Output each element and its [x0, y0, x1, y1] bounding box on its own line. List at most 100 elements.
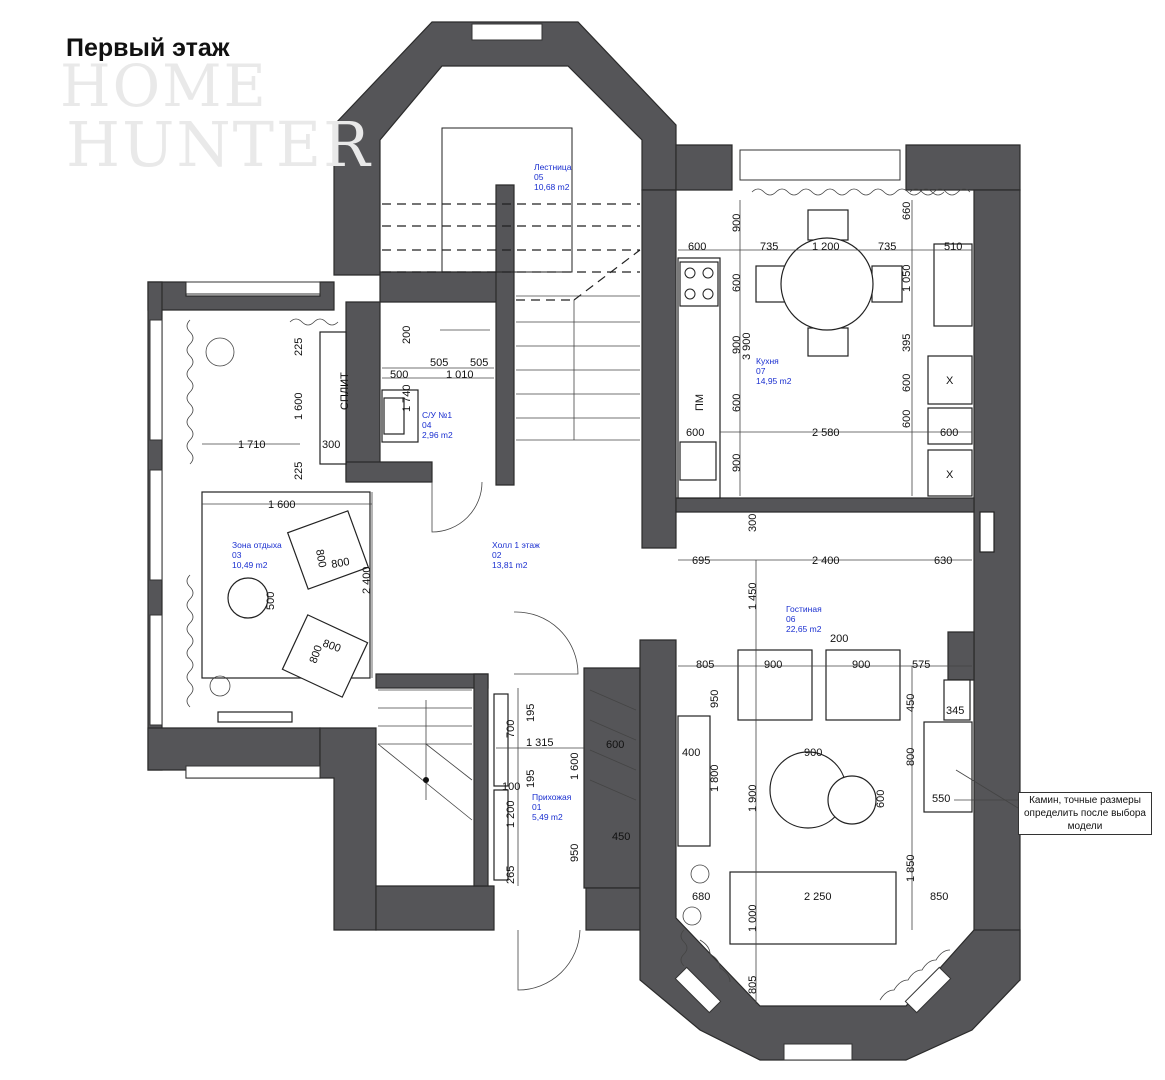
window-north: [471, 23, 543, 41]
dim: 450: [905, 694, 917, 712]
armchair-2: [281, 614, 369, 698]
dim: 600: [875, 790, 887, 808]
svg-text:22,65 m2: 22,65 m2: [786, 624, 822, 634]
dim: 1 450: [747, 582, 759, 610]
wc-fixtures: [381, 329, 490, 443]
wall-lower-stair-top: [375, 673, 489, 689]
armchair-living-1: [737, 649, 813, 721]
dim: 510: [944, 241, 962, 253]
curtain-rest-west: [186, 319, 194, 465]
room-label-entry: Прихожая 01 5,49 m2: [532, 792, 572, 822]
doors: [431, 481, 637, 991]
dim: 2 400: [361, 566, 373, 594]
dim: 450: [612, 831, 630, 843]
wall-kitchen-north: [675, 144, 733, 191]
stairs-lower: [377, 689, 473, 821]
wall-kitchen-north-right: [905, 144, 1021, 191]
dining-table: [780, 237, 874, 331]
dim: 900: [852, 659, 870, 671]
sofa: [729, 871, 897, 945]
dim: 265: [505, 866, 517, 884]
dim: 505: [470, 357, 488, 369]
dim: 600: [606, 739, 624, 751]
dim: 1 010: [446, 369, 474, 381]
svg-text:13,81 m2: 13,81 m2: [492, 560, 528, 570]
dim: 2 400: [812, 555, 840, 567]
wall-wc-bottom: [345, 461, 433, 483]
dim: 100: [502, 781, 520, 793]
dim: 225: [293, 338, 305, 356]
dim: 900: [764, 659, 782, 671]
wall-lower-stair-bottom: [375, 885, 495, 931]
dim: 575: [912, 659, 930, 671]
svg-text:С/У №1: С/У №1: [422, 410, 452, 420]
dim: 600: [940, 427, 958, 439]
wall-fireplace-niche: [947, 631, 975, 681]
door-wc: [431, 481, 483, 533]
dim: 735: [878, 241, 896, 253]
stairs-main: [382, 127, 641, 441]
dim: 1 710: [238, 439, 266, 451]
dim: 900: [731, 336, 743, 354]
svg-text:Кухня: Кухня: [756, 356, 779, 366]
dim: 600: [731, 394, 743, 412]
wall-entry-door-right: [585, 887, 641, 931]
table-base-kitchen: [807, 209, 849, 241]
svg-text:Лестница: Лестница: [534, 162, 572, 172]
window-living-se: [904, 966, 952, 1014]
dim: 195: [525, 770, 537, 788]
window-kitchen: [739, 149, 901, 181]
dim: 680: [692, 891, 710, 903]
curtain-kitchen: [751, 188, 945, 196]
svg-text:10,49 m2: 10,49 m2: [232, 560, 268, 570]
dim: 805: [747, 976, 759, 994]
dim: 1 600: [293, 392, 305, 420]
svg-text:Холл 1 этаж: Холл 1 этаж: [492, 540, 540, 550]
fridge-x-1: X: [946, 375, 954, 387]
watermark-line-1: HOME: [60, 52, 268, 120]
svg-text:10,68 m2: 10,68 m2: [534, 182, 570, 192]
dim: 195: [525, 704, 537, 722]
dim: 600: [901, 410, 913, 428]
dim: 400: [682, 747, 700, 759]
dim: 695: [692, 555, 710, 567]
dim: 900: [804, 747, 822, 759]
dimension-lines: [202, 200, 1018, 1004]
split-label: СПЛИТ: [339, 372, 351, 410]
svg-text:06: 06: [786, 614, 796, 624]
wall-entry-east: [473, 673, 489, 887]
wall-stair-spine: [495, 184, 515, 486]
dim: 2 580: [812, 427, 840, 439]
curtains: [186, 188, 971, 1001]
dim: 300: [747, 514, 759, 532]
svg-text:5,49 m2: 5,49 m2: [532, 812, 563, 822]
curtain-living-right: [879, 949, 951, 1001]
dim: 950: [709, 690, 721, 708]
svg-text:01: 01: [532, 802, 542, 812]
dim: 1 600: [569, 752, 581, 780]
dim: 300: [322, 439, 340, 451]
window-rest-west-2: [149, 469, 163, 581]
svg-text:04: 04: [422, 420, 432, 430]
dim: 735: [760, 241, 778, 253]
dim: 1 000: [747, 904, 759, 932]
dim: 1 800: [709, 764, 721, 792]
dim: 700: [505, 720, 517, 738]
dim: 500: [265, 592, 277, 610]
dim: 2 250: [804, 891, 832, 903]
dim: 550: [932, 793, 950, 805]
dim: 800: [313, 548, 328, 568]
window-rest-bottom: [185, 765, 321, 779]
dim: 600: [686, 427, 704, 439]
room-label-kitchen: Кухня 07 14,95 m2: [756, 356, 792, 386]
wall-lower-west: [319, 727, 377, 931]
dim: 900: [731, 454, 743, 472]
dim: 600: [901, 374, 913, 392]
wall-hall-east: [641, 189, 677, 549]
svg-text:02: 02: [492, 550, 502, 560]
dim: 1 200: [505, 800, 517, 828]
dim: 630: [934, 555, 952, 567]
door-entry: [517, 929, 581, 991]
wall-east: [973, 189, 1021, 981]
